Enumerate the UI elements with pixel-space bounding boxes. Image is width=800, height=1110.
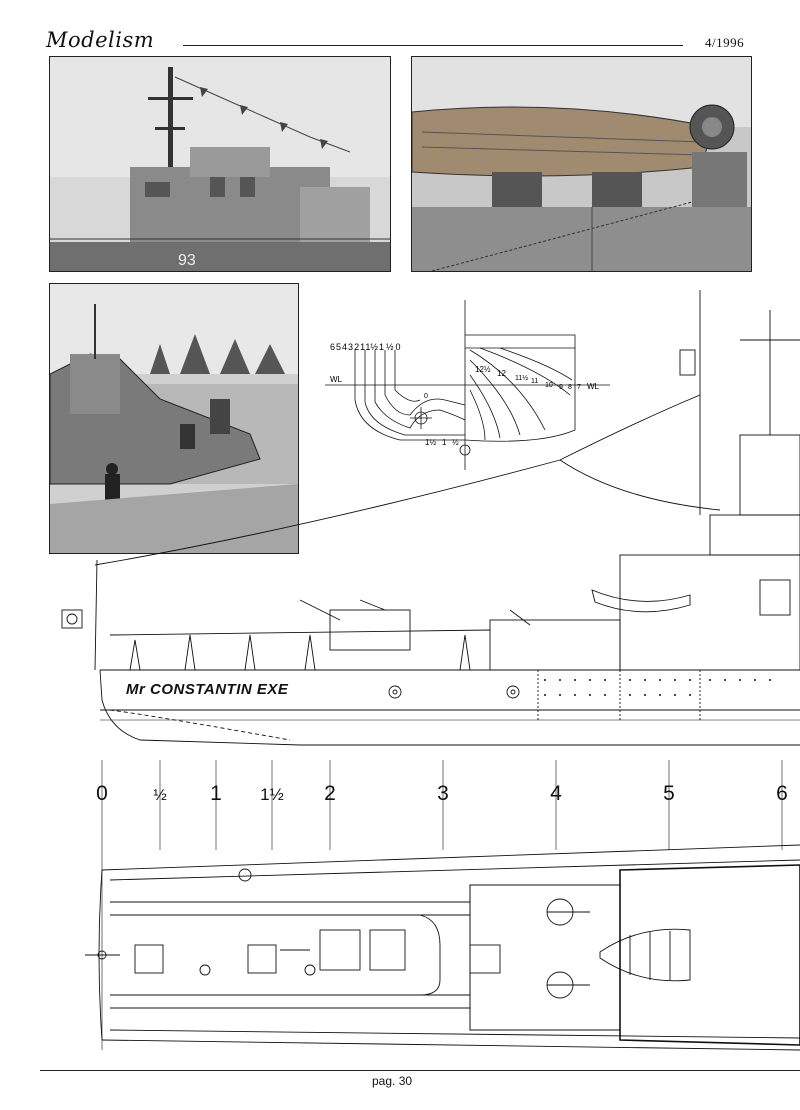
body-plan [325,300,610,470]
photo-ship-bridge: 93 [49,56,391,272]
station-label-6: 6 [776,782,788,805]
body-plan-fwd-label-6: 8 [568,384,572,391]
page-number: pag. 30 [372,1074,413,1088]
station-label-1: 1 [210,782,222,805]
body-plan-fwd-label-3: 11 [531,378,538,385]
photo-bow-view [49,283,299,554]
station-label-2: 2 [324,782,336,805]
footer-rule [40,1070,800,1071]
photo-lifeboat-detail [411,56,752,272]
body-plan-fwd-label-0: 12½ [475,365,491,374]
keel-label-2: ½ [452,438,459,447]
station-label-1-half: 1½ [260,785,284,804]
issue-number: 4/1996 [705,35,745,50]
header-rule [183,45,683,46]
ship-profile [61,290,800,746]
body-plan-fwd-label-7: 7 [577,384,581,391]
station-label-5: 5 [663,782,675,805]
waterline-label-right: WL [587,382,600,391]
body-plan-fwd-label-2: 11½ [515,374,528,382]
keel-label-1: 1 [442,438,447,447]
keel-label-0: 1½ [425,438,436,447]
station-label-4: 4 [550,782,562,805]
body-plan-fwd-label-4: 10 [545,382,553,389]
deck-plan [85,844,800,1051]
hull-number: 93 [178,252,196,269]
center-mark: 0 [424,393,428,400]
waterline-label-left: WL [330,375,343,384]
station-label-0: 0 [96,782,108,805]
body-plan-fwd-label-1: 12 [497,369,506,378]
body-plan-fwd-label-5: 9 [559,384,563,391]
ship-name: Mr CONSTANTIN EXE [126,681,289,698]
magazine-logo: Modelism [46,28,155,52]
station-label-3: 3 [437,782,449,805]
station-label-half: ½ [153,787,166,804]
